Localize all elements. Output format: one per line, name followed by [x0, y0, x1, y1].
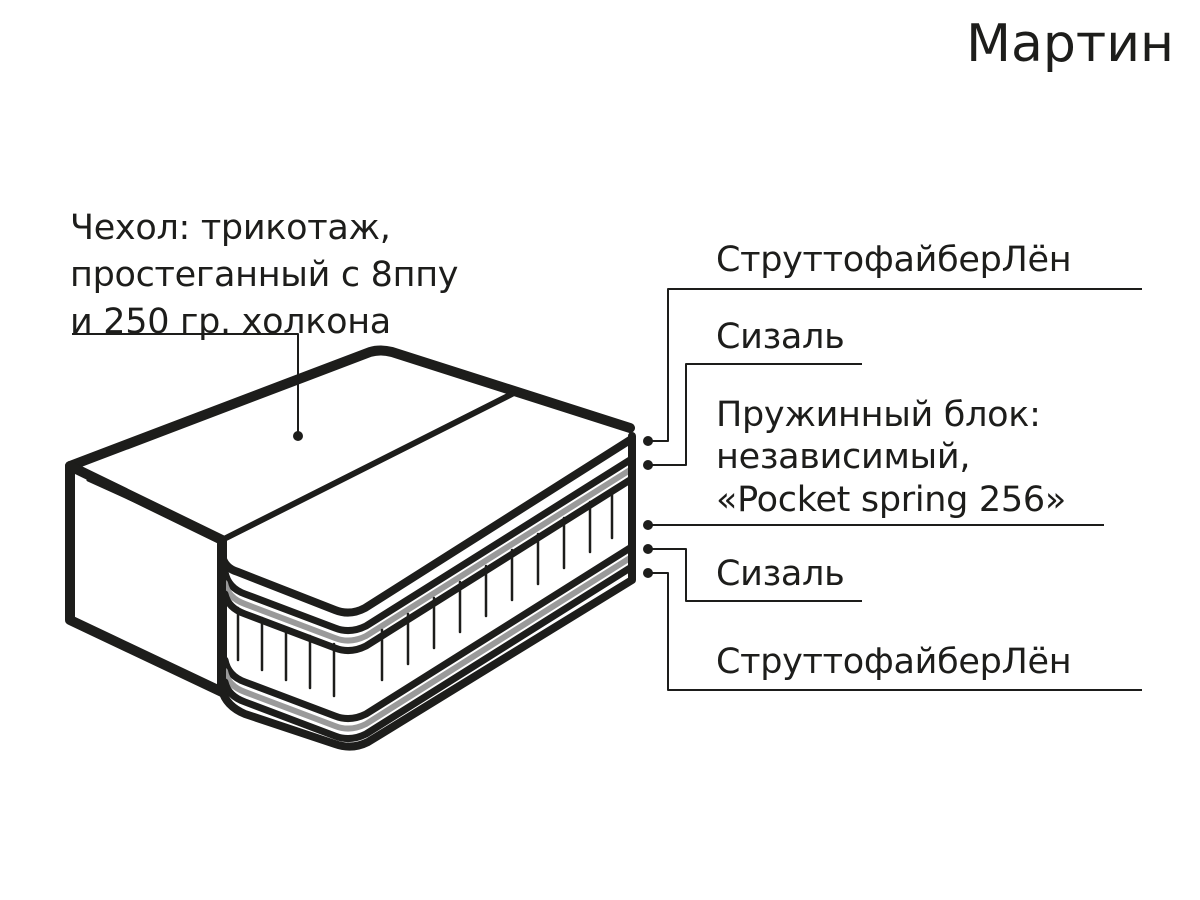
leader-line-2 — [648, 363, 862, 466]
upper-band-dark-1 — [221, 456, 634, 635]
leader-line-1 — [648, 288, 1142, 442]
layer-label-spring-line-3: «Pocket spring 256» — [716, 480, 1066, 520]
layer-label-spring-line-1: Пружинный блок: — [716, 395, 1041, 435]
leader-dot-1 — [643, 436, 653, 446]
product-title: Мартин — [966, 14, 1174, 74]
cover-left-face — [65, 461, 227, 697]
layer-label-top-sisal: Сизаль — [716, 317, 845, 357]
cover-label-line-3: и 250 гр. холкона — [70, 302, 391, 342]
spring-lines-side — [380, 488, 614, 682]
layer-label-top-fiber: СтруттофайберЛён — [716, 240, 1072, 280]
leader-line-5 — [648, 572, 1142, 691]
cover-label-line-1: Чехол: трикотаж, — [70, 208, 391, 248]
cover-label-line-2: простеганный с 8ппу — [70, 255, 459, 295]
layer-label-spring-line-2: независимый, — [716, 437, 971, 477]
leader-dot-2 — [643, 460, 653, 470]
leader-dot-5 — [643, 568, 653, 578]
inner-block-bottom — [218, 432, 636, 751]
cover-edge-line — [86, 478, 218, 540]
cover-top-face — [65, 345, 635, 471]
layer-label-bottom-fiber: СтруттофайберЛён — [716, 642, 1072, 682]
leader-dots — [293, 431, 653, 578]
lower-band-dark-1 — [221, 544, 634, 723]
spring-lines-front — [236, 606, 336, 698]
leader-dot-cover — [293, 431, 303, 441]
lower-band-dark-2 — [221, 564, 634, 743]
upper-band-grey — [222, 467, 633, 644]
leader-dot-4 — [643, 544, 653, 554]
leader-lines — [648, 288, 1142, 691]
leader-line-4 — [648, 548, 862, 602]
layer-label-bottom-sisal: Сизаль — [716, 554, 845, 594]
leader-dot-3 — [643, 520, 653, 530]
cover-label: Чехол: трикотаж, простеганный с 8ппу и 2… — [70, 205, 459, 346]
leader-line-cover — [72, 333, 299, 436]
cover-top-divider — [219, 391, 515, 543]
lower-band-grey — [222, 555, 633, 732]
